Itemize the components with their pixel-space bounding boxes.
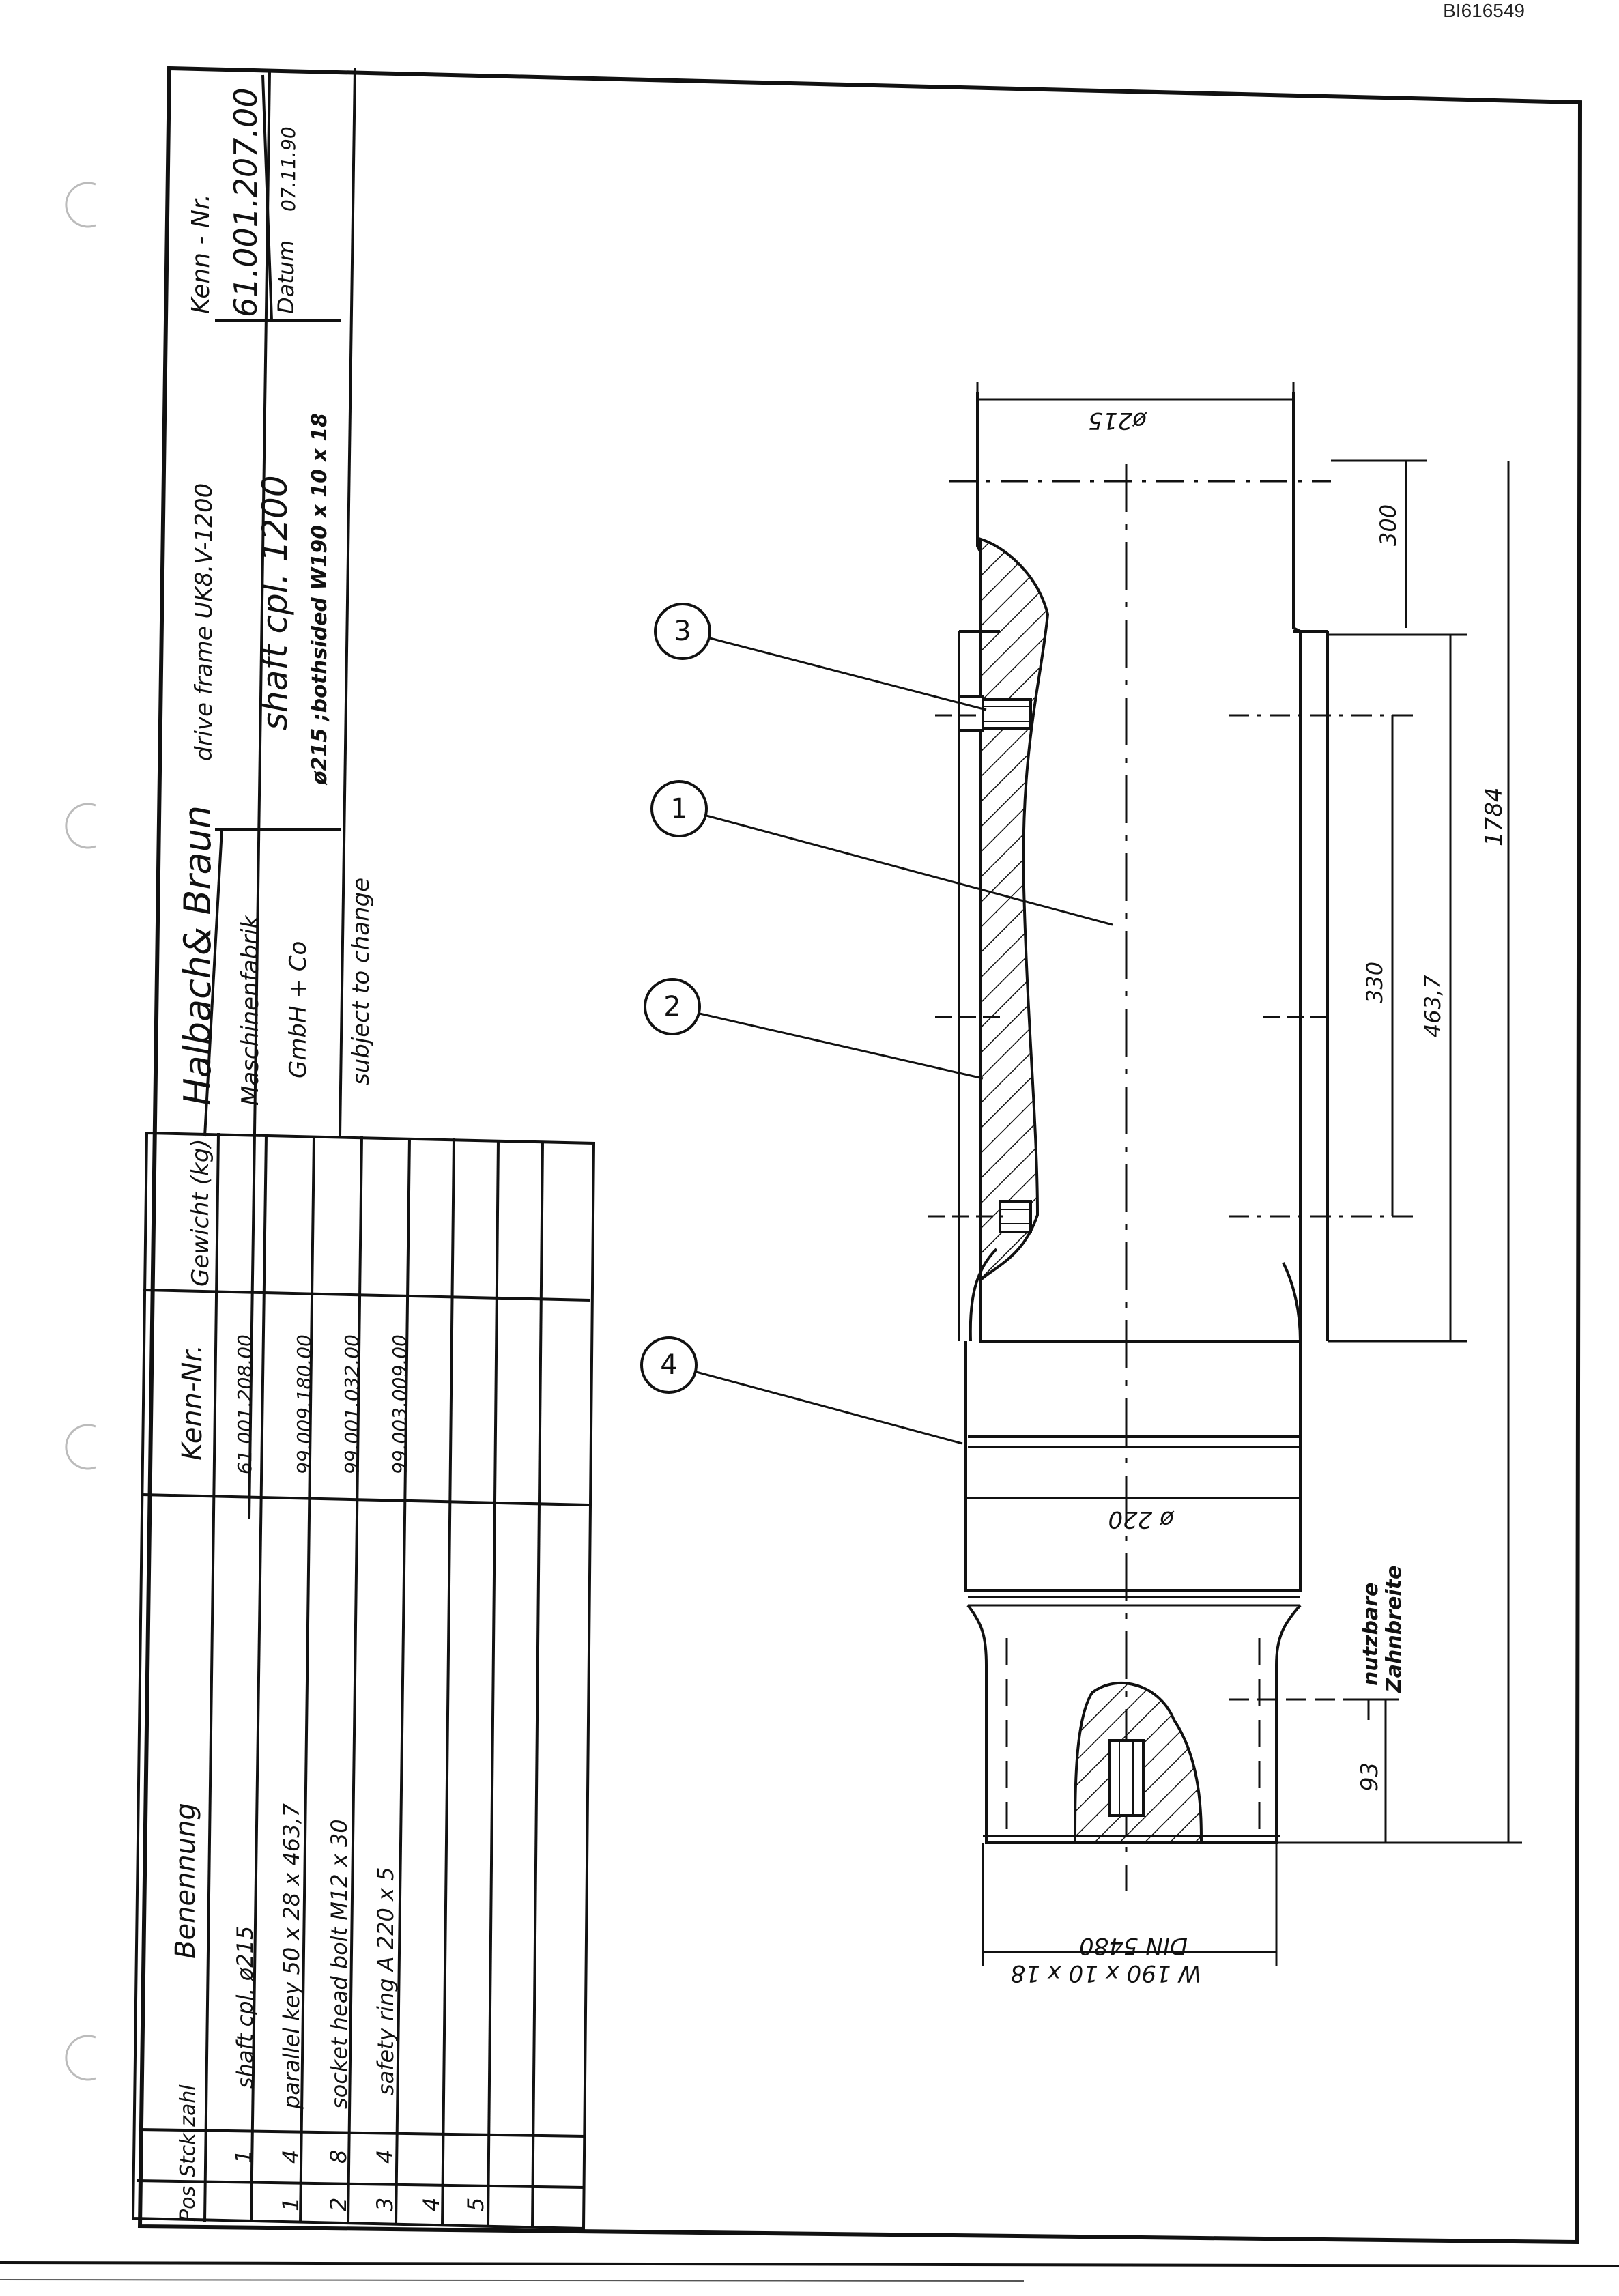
- balloon-3: 3: [674, 616, 691, 647]
- row-0-qty: 1: [231, 2150, 257, 2164]
- datum-value: 07.11.90: [277, 126, 300, 212]
- header-pos: Pos: [176, 2186, 200, 2222]
- document-id: BI616549: [1443, 0, 1525, 21]
- thread-bore: [1108, 1739, 1145, 1817]
- dim-330: 330: [1362, 962, 1388, 1003]
- row-3-kenn: 99.003.009.00: [388, 1334, 411, 1474]
- balloon-2-circle: [644, 978, 701, 1035]
- balloon-1-circle: [650, 780, 708, 837]
- row-2-name: socket head bolt M12 x 30: [326, 1819, 352, 2109]
- spline-label: W 190 x 10 x 18: [1011, 1960, 1201, 1987]
- bolt-top: [958, 695, 984, 732]
- dim-1784: 1784: [1480, 787, 1508, 846]
- row-2-pos: 2: [326, 2198, 352, 2211]
- dim-dia-215: ø215: [1088, 407, 1147, 434]
- datum-label: Datum: [273, 240, 299, 314]
- row-1-pos: 1: [278, 2198, 304, 2211]
- header-name: Benennung: [170, 1803, 201, 1959]
- balloon-2: 2: [663, 991, 680, 1022]
- row-3-pos: 3: [372, 2198, 398, 2211]
- parts-list-table: Gewicht (kg) Kenn-Nr. Benennung Stck zah…: [131, 1131, 596, 2230]
- row-1-kenn: 99.009.180.00: [293, 1334, 315, 1474]
- change-note: subject to change: [347, 878, 375, 1085]
- header-qty: Stck zahl: [176, 2084, 200, 2177]
- row-0-kenn: 61.001.208.00: [233, 1334, 256, 1474]
- row-5-pos: 5: [463, 2198, 489, 2211]
- company-name: Halbach& Braun: [176, 805, 219, 1106]
- spline-standard: DIN 5480: [1079, 1932, 1188, 1960]
- dim-93: 93: [1356, 1762, 1384, 1792]
- shaft-collar: [964, 1341, 1302, 1592]
- part-spec: ø215 ;bothsided W190 x 10 x 18: [308, 413, 332, 786]
- balloon-4: 4: [660, 1349, 677, 1381]
- row-4-pos: 4: [418, 2198, 444, 2211]
- balloon-4-circle: [640, 1336, 698, 1394]
- hatched-section-upper: [979, 537, 1050, 1283]
- balloon-1: 1: [670, 793, 687, 824]
- balloon-3-circle: [654, 603, 711, 660]
- row-0-name: shaft cpl. ø215: [232, 1926, 258, 2089]
- drawing-border: [137, 66, 1583, 2245]
- title-block: Kenn - Nr. 61.001.207.00 Datum 07.11.90 …: [176, 71, 375, 1519]
- shaft-drawing: [640, 382, 1522, 1966]
- dim-300: 300: [1375, 504, 1401, 546]
- bolt-bottom: [999, 1200, 1032, 1233]
- shaft-upper-body: [976, 392, 1302, 1343]
- kenn-label: Kenn - Nr.: [187, 194, 215, 314]
- punch-holes: [65, 182, 96, 2081]
- dim-463-7: 463,7: [1420, 975, 1446, 1037]
- row-2-qty: 8: [326, 2150, 352, 2164]
- zahnbreite-line1: nutzbare: [1359, 1583, 1383, 1686]
- header-kenn: Kenn-Nr.: [177, 1345, 208, 1461]
- zahnbreite-line2: Zahnbreite: [1382, 1566, 1406, 1693]
- kenn-value: 61.001.207.00: [227, 87, 264, 317]
- assembly-name: drive frame UK8.V-1200: [190, 483, 218, 761]
- row-3-name: safety ring A 220 x 5: [373, 1867, 399, 2095]
- row-2-kenn: 99.001.032.00: [341, 1334, 363, 1474]
- header-weight: Gewicht (kg): [187, 1138, 214, 1287]
- drawing-labels: ø215 ø 220 W 190 x 10 x 18 DIN 5480 300 …: [660, 407, 1508, 1987]
- dim-dia-220: ø 220: [1108, 1506, 1175, 1533]
- row-1-name: parallel key 50 x 28 x 463,7: [278, 1803, 304, 2110]
- part-name: shaft cpl. 1200: [255, 475, 295, 730]
- company-line3: GmbH + Co: [285, 941, 312, 1078]
- company-line2: Maschinenfabrik: [237, 915, 264, 1106]
- row-1-qty: 4: [278, 2150, 304, 2164]
- row-3-qty: 4: [372, 2150, 398, 2164]
